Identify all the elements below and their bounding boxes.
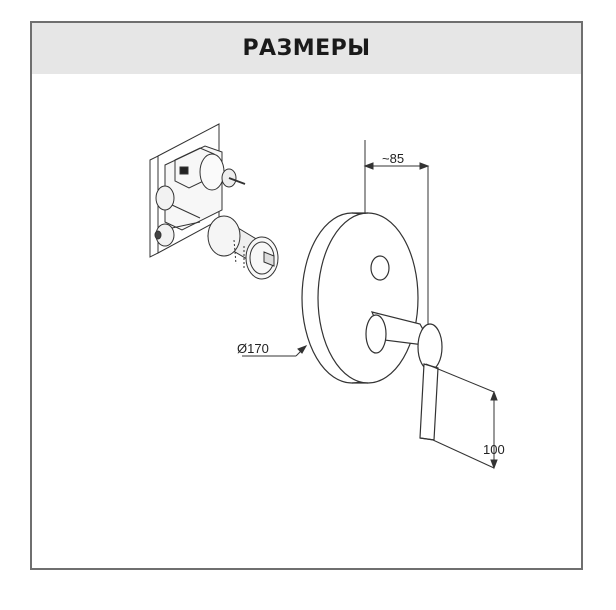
dimensions-panel: РАЗМЕРЫ [30, 21, 583, 570]
arrow-right [419, 162, 430, 170]
dimension-lines [242, 140, 498, 470]
arrow-left [363, 162, 374, 170]
panel-header: РАЗМЕРЫ [32, 23, 581, 74]
concealed-valve-body [149, 123, 279, 280]
handle-height-label: 100 [483, 442, 505, 457]
lever-handle [365, 311, 443, 441]
depth-label: ~85 [382, 151, 404, 166]
diameter-label: Ø170 [237, 341, 269, 356]
panel-title: РАЗМЕРЫ [242, 36, 371, 61]
escutcheon-plate [301, 212, 419, 384]
